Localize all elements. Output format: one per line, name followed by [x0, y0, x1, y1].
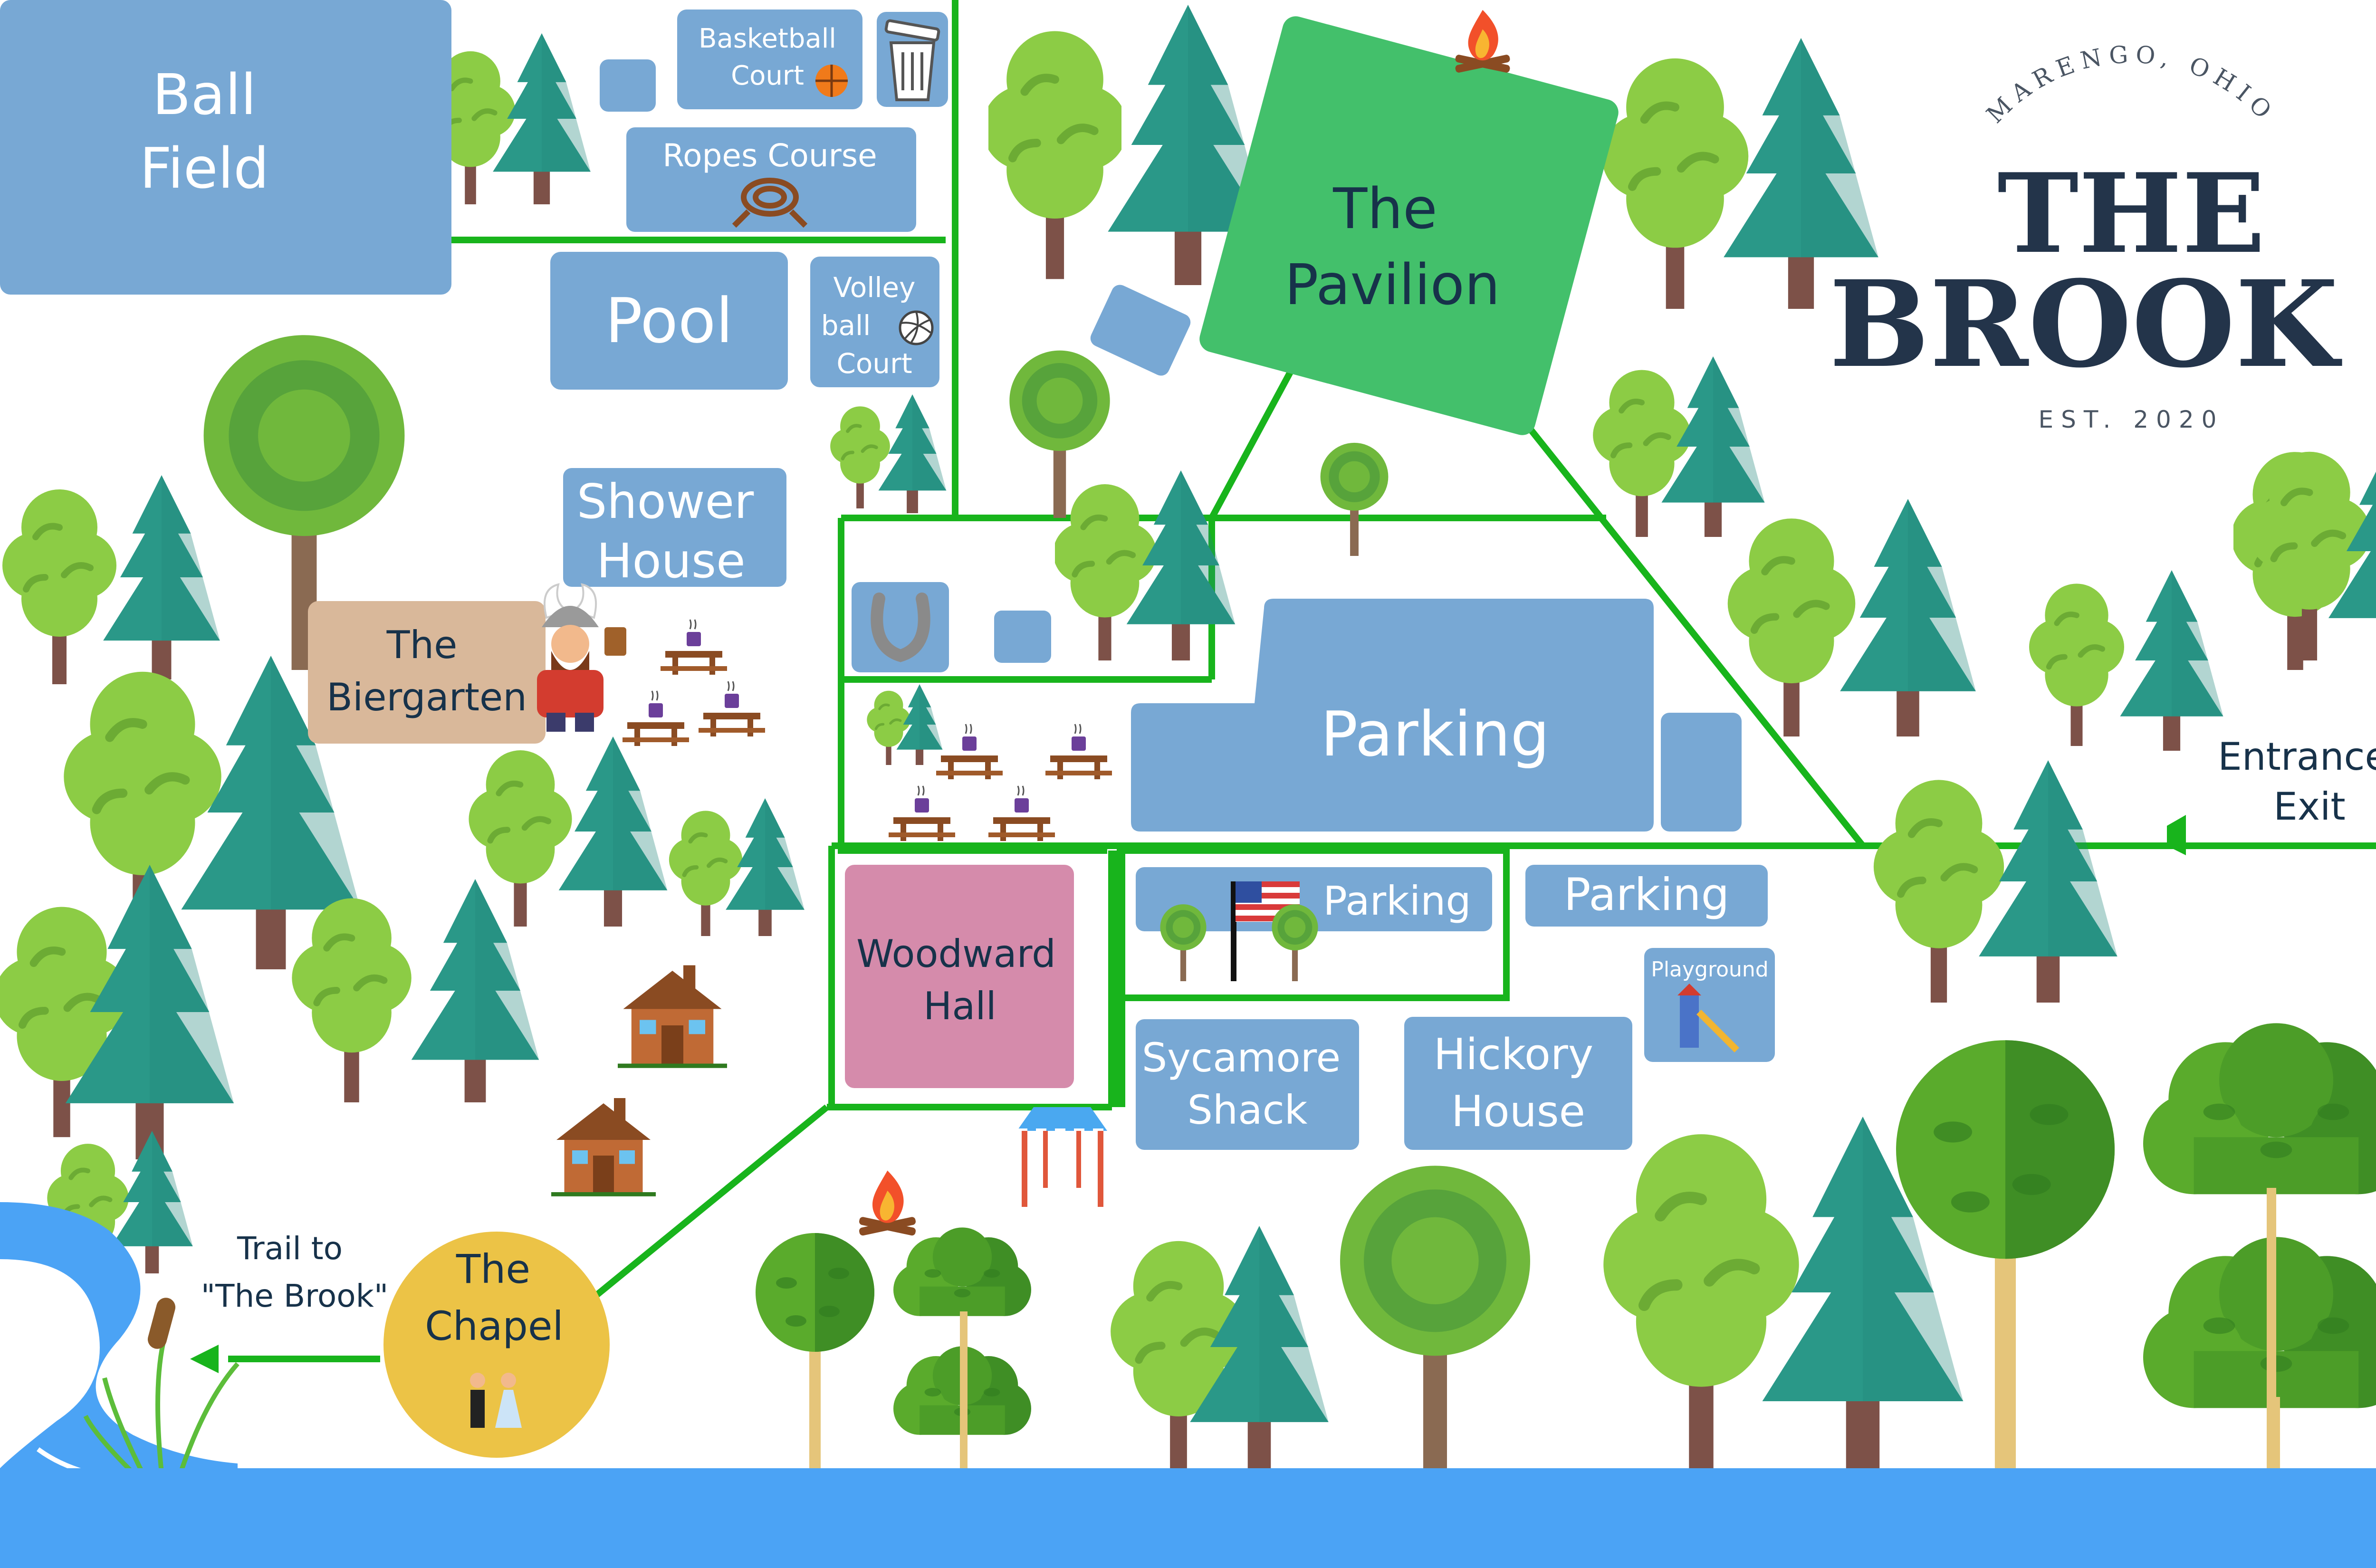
logo-established: EST. 2020	[2039, 406, 2224, 433]
parking-east-label: Parking	[1564, 869, 1730, 921]
trail-arrow-icon	[190, 1345, 219, 1373]
trail-label-1: Trail to	[237, 1230, 343, 1267]
small-building[interactable]	[1088, 282, 1193, 379]
entrance-arrow-icon	[2167, 815, 2186, 855]
sycamore-shack[interactable]: Sycamore Shack	[1136, 1019, 1359, 1150]
biergarten-label-2: Biergarten	[326, 675, 527, 719]
basketball-court-label-1: Basketball	[699, 23, 836, 54]
picnic-table-icon	[1045, 723, 1112, 779]
trash-can[interactable]	[877, 12, 948, 107]
pavilion-label-2: Pavilion	[1284, 252, 1500, 317]
shower-house[interactable]: Shower House	[563, 468, 786, 589]
volleyball-court[interactable]: Volley ball Court	[810, 257, 939, 387]
horseshoe-icon	[871, 593, 930, 662]
chapel-label-1: The	[456, 1246, 530, 1292]
volleyball-label-2: ball	[821, 309, 871, 342]
chapel-label-2: Chapel	[425, 1303, 564, 1349]
parking-main-label: Parking	[1321, 698, 1550, 770]
basketball-court[interactable]: Basketball Court	[677, 10, 862, 109]
small-building[interactable]	[600, 59, 656, 112]
shower-house-label-2: House	[596, 533, 745, 589]
entrance-exit-label-1: Entrance/	[2218, 735, 2376, 779]
playground-label: Playground	[1651, 957, 1768, 982]
bride-groom-icon	[470, 1373, 522, 1428]
shower-house-label-1: Shower	[577, 474, 754, 529]
biergarten-label-1: The	[386, 623, 458, 667]
picnic-table-icon	[661, 619, 727, 675]
horseshoe-pit[interactable]	[852, 582, 949, 672]
ropes-course[interactable]: Ropes Course	[626, 127, 916, 232]
picnic-table-icon	[936, 723, 1003, 779]
basketball-court-label-2: Court	[731, 60, 804, 91]
woodward-hall[interactable]: Woodward Hall	[845, 865, 1074, 1088]
basketball-icon	[815, 65, 848, 97]
picnic-table-icon	[988, 785, 1055, 841]
pavilion[interactable]: The Pavilion	[1197, 13, 1621, 438]
logo-location: MARENGO, OHIO	[1981, 40, 2281, 128]
volleyball-label-1: Volley	[834, 271, 916, 304]
viking-icon	[537, 583, 626, 732]
trees	[0, 5, 2376, 1482]
tree	[1160, 904, 1207, 981]
ball-field-label-1: Ball	[153, 62, 257, 127]
trail-label-2: "The Brook"	[201, 1278, 388, 1314]
the-brook-logo: MARENGO, OHIO THE BROOK EST. 2020	[1829, 40, 2342, 433]
volleyball-label-3: Court	[836, 347, 912, 380]
woodward-hall-label-1: Woodward	[856, 932, 1056, 976]
picnic-table-icon	[889, 785, 955, 841]
parking-main[interactable]: Parking	[1131, 599, 1654, 832]
hickory-house-label-1: Hickory	[1434, 1030, 1593, 1080]
sycamore-shack-label-1: Sycamore	[1142, 1034, 1341, 1081]
volleyball-icon	[899, 310, 934, 345]
parking-flag[interactable]: Parking	[1136, 867, 1492, 931]
trash-can-icon	[884, 19, 940, 101]
trail-label: Trail to "The Brook"	[201, 1230, 388, 1314]
woodward-hall-label-2: Hall	[923, 984, 996, 1028]
campfire-icon	[858, 1170, 917, 1236]
small-building[interactable]	[994, 611, 1051, 663]
logo-line1: THE	[1997, 150, 2265, 278]
sycamore-shack-label-2: Shack	[1188, 1087, 1308, 1133]
ropes-course-label: Ropes Course	[662, 137, 877, 174]
chapel[interactable]: The Chapel	[383, 1232, 610, 1458]
playground[interactable]: Playground	[1644, 948, 1775, 1062]
entrance-exit-label-2: Exit	[2273, 784, 2345, 829]
biergarten[interactable]: The Biergarten	[308, 601, 546, 744]
parking-flag-label: Parking	[1323, 878, 1471, 924]
cattail-icon	[83, 1298, 240, 1475]
ball-field-label-2: Field	[140, 135, 269, 201]
tree	[1272, 904, 1318, 981]
pool[interactable]: Pool	[550, 252, 788, 390]
picnic-table-icon	[623, 690, 689, 746]
walking-paths	[228, 0, 2376, 1362]
canopy-tent-icon	[1017, 1107, 1107, 1207]
hickory-house[interactable]: Hickory House	[1404, 1017, 1632, 1150]
hickory-house-label-2: House	[1451, 1087, 1585, 1137]
cabin-icon	[618, 965, 727, 1068]
ball-field[interactable]: Ball Field	[0, 0, 451, 295]
pool-label: Pool	[605, 285, 733, 357]
entrance-exit-label: Entrance/ Exit	[2218, 735, 2376, 829]
bottom-water	[0, 1468, 2376, 1568]
picnic-table-icon	[699, 680, 765, 736]
parking-east[interactable]: Parking	[1525, 865, 1768, 927]
slide-icon	[1677, 984, 1739, 1052]
cabin-icon	[551, 1098, 656, 1196]
rope-icon	[732, 178, 808, 228]
small-building[interactable]	[1661, 713, 1742, 832]
pavilion-label-1: The	[1332, 176, 1437, 241]
logo-line2: BROOK	[1829, 254, 2342, 394]
